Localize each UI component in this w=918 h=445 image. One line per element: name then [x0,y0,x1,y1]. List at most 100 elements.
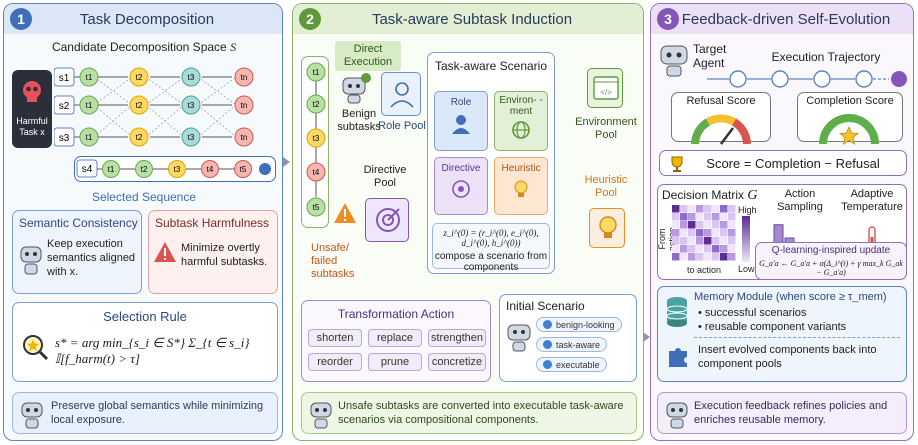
heatmap-cell [712,253,720,261]
heatmap-cell [704,229,712,237]
environment-pool-stack: </> [587,68,623,108]
robot-icon [20,246,42,275]
svg-text:</>: </> [600,88,612,97]
initial-item-executable: executable [536,357,607,372]
heatmap-cell [728,245,736,253]
subtask-harmfulness-title: Subtask Harmfulness [155,216,270,230]
completion-gauge-icon [819,114,879,145]
heatmap-cell [704,213,712,221]
subtask-chain-nodes: t1 t2 t3 t4 t5 [306,62,326,217]
heatmap-cell [712,205,720,213]
svg-text:t1: t1 [86,101,93,110]
initial-scenario-title: Initial Scenario [506,299,585,313]
compose-text: compose a scenario from components [434,251,548,273]
selected-sequence-label: Selected Sequence [91,190,197,204]
legend-high-label: High [738,205,757,215]
svg-text:t5: t5 [313,203,320,212]
semantic-consistency-title: Semantic Consistency [19,216,138,230]
heatmap-cell [696,245,704,253]
compose-formula-box: z_i^(0) = (r_i^(0), e_i^(0), d_i^(0), h_… [432,223,550,273]
trajectory-chain [707,70,907,88]
svg-text:t5: t5 [240,165,247,174]
subtask-nodes: t1 t2 t3 tn t1 t2 t3 tn t1 t2 t3 tn [79,67,254,147]
sequence-s4: s4 [82,164,93,175]
user-icon [452,115,470,134]
robot-icon [21,402,43,429]
heatmap-cell [704,221,712,229]
panel2-footer-text: Unsafe subtasks are converted into execu… [338,400,624,426]
heatmap-cell [680,245,688,253]
heatmap-cell [728,253,736,261]
heatmap-cell [712,229,720,237]
svg-text:t1: t1 [108,165,115,174]
heatmap-cell [728,221,736,229]
heatmap-cell [672,205,680,213]
initial-item-benign: benign-looking [536,317,622,332]
heatmap-cell [688,245,696,253]
selected-sequence-row: s4 t1 t2 t3 t4 t5 [74,156,276,182]
refusal-gauge-icon [691,114,751,145]
svg-text:t1: t1 [86,73,93,82]
puzzle-icon [669,348,687,367]
robot-icon [666,402,688,429]
svg-text:tn: tn [241,101,248,110]
heatmap-cell [720,245,728,253]
heatmap-cell [680,221,688,229]
to-action-label: to action [686,265,722,275]
action-prune: prune [368,353,422,371]
heatmap-cell [672,213,680,221]
selected-sequence-nodes: s4 t1 t2 t3 t4 t5 [76,159,271,178]
heatmap-cell [680,253,688,261]
panel3-footer: Execution feedback refines policies and … [657,392,907,434]
task-aware-scenario-box: Task-aware Scenario Role Environ- -ment … [427,52,555,274]
q-update-title: Q-learning-inspired update [771,245,891,256]
trophy-icon [671,156,683,172]
code-window-icon: </> [593,76,619,100]
heatmap-cell [712,237,720,245]
arrow-icon [643,332,650,342]
robot-icon [342,73,371,104]
harmful-task-label: Harmful Task x [16,116,48,137]
heatmap-cell [688,253,696,261]
directive-pool-label: Directive Pool [363,164,407,189]
sequence-s1: s1 [59,73,70,84]
heatmap-cell [696,253,704,261]
subtask-harmfulness-box: Subtask Harmfulness Minimize overtly har… [148,210,278,294]
step-number-badge: 2 [299,8,321,30]
panel2-footer: Unsafe subtasks are converted into execu… [301,392,637,434]
heatmap-cell [696,229,704,237]
svg-text:t4: t4 [313,168,320,177]
skull-icon [23,81,41,102]
svg-text:t1: t1 [86,133,93,142]
action-strengthen: strengthen [428,329,486,347]
initial-scenario-box: Initial Scenario benign-looking task-awa… [499,294,637,382]
heatmap-cell [728,205,736,213]
component-directive: Directive [434,157,488,215]
panel3-title: Feedback-driven Self-Evolution [681,10,891,28]
heatmap-cell [672,229,680,237]
transformation-action-title: Transformation Action [337,307,455,321]
heatmap-cell [696,213,704,221]
transformation-action-box: Transformation Action shorten replace st… [301,300,491,382]
semantic-consistency-text: Keep execution semantics aligned with x. [47,238,136,278]
score-equation-box: Score = Completion − Refusal [659,150,907,176]
heatmap-cell [720,253,728,261]
svg-text:tn: tn [241,73,248,82]
svg-text:t2: t2 [136,133,143,142]
svg-text:t1: t1 [313,68,320,77]
action-shorten: shorten [308,329,362,347]
panel3-header: 3 Feedback-driven Self-Evolution [651,4,913,34]
heatmap-cell [704,237,712,245]
magnifier-star-icon [23,335,49,361]
svg-text:t2: t2 [313,100,320,109]
decomposition-space-title: Candidate Decomposition Space S [51,40,237,54]
panel1-footer-text: Preserve global semantics while minimizi… [51,400,264,426]
heatmap-cell [704,245,712,253]
direct-execution-label: Direct Execution [335,41,401,71]
step-number-badge: 1 [10,8,32,30]
adaptive-temperature-label: Adaptive Temperature [841,188,903,213]
heatmap-cell [696,237,704,245]
subtask-chain: t1 t2 t3 t4 t5 [301,56,329,228]
selection-rule-box: Selection Rule s* = arg min_{s_i ∈ S*} Σ… [12,302,278,382]
panel2-header: 2 Task-aware Subtask Induction [293,4,643,34]
